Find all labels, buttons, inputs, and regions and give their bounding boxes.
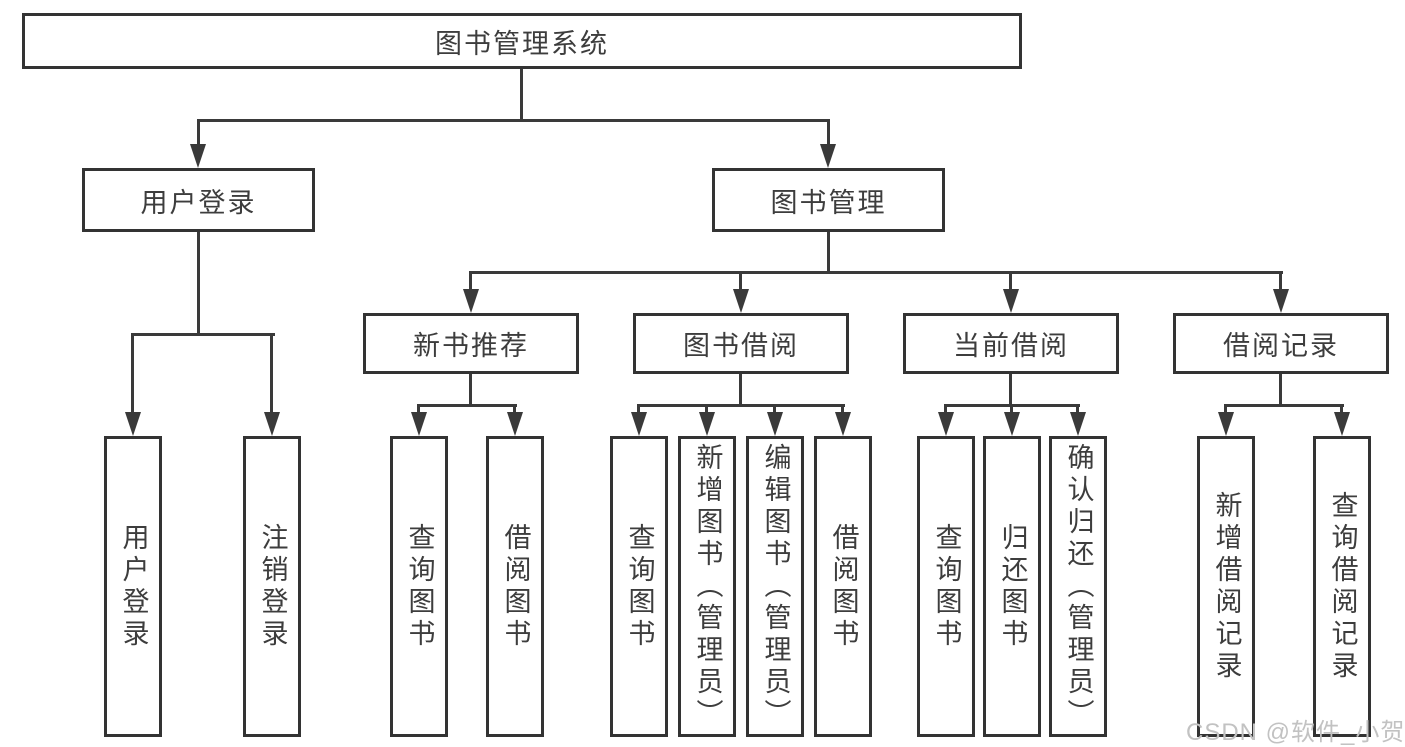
- node-label: 图书管理: [770, 187, 887, 218]
- connector-line: [513, 404, 516, 414]
- connector-line: [1279, 374, 1282, 407]
- node-label: 图书管理系统: [435, 28, 609, 59]
- node-label: 确认归还（管理员）: [1063, 442, 1094, 731]
- connector-line: [520, 69, 523, 122]
- arrowhead-down-icon: [411, 412, 427, 436]
- node-label: 查询图书: [931, 522, 962, 651]
- connector-line: [637, 404, 640, 414]
- arrowhead-down-icon: [1004, 412, 1020, 436]
- connector-line: [131, 333, 275, 336]
- connector-line: [944, 404, 947, 414]
- connector-line: [827, 232, 830, 274]
- node-label: 新增图书（管理员）: [692, 442, 723, 731]
- node-label: 当前借阅: [953, 331, 1069, 361]
- node-label: 借阅记录: [1223, 331, 1339, 361]
- connector-line: [1010, 404, 1013, 414]
- node-query-books-borrow: 查询图书: [610, 436, 668, 737]
- connector-line: [417, 404, 517, 407]
- connector-line: [827, 119, 830, 146]
- connector-line: [1224, 404, 1344, 407]
- node-confirm-return-admin: 确认归还（管理员）: [1049, 436, 1107, 737]
- node-user-login: 用户登录: [82, 168, 315, 232]
- arrowhead-down-icon: [1070, 412, 1086, 436]
- node-label: 注销登录: [257, 522, 288, 651]
- connector-line: [1076, 404, 1079, 414]
- connector-line: [739, 271, 742, 291]
- node-root: 图书管理系统: [22, 13, 1022, 69]
- connector-line: [197, 119, 200, 146]
- node-current-borrow: 当前借阅: [903, 313, 1119, 374]
- node-label: 借阅图书: [828, 522, 859, 651]
- arrowhead-down-icon: [1218, 412, 1234, 436]
- arrowhead-down-icon: [938, 412, 954, 436]
- node-label: 查询图书: [404, 522, 435, 651]
- node-borrow-records: 借阅记录: [1173, 313, 1389, 374]
- connector-line: [417, 404, 420, 414]
- arrowhead-down-icon: [767, 412, 783, 436]
- node-label: 图书借阅: [683, 331, 799, 361]
- node-query-books-recommend: 查询图书: [390, 436, 448, 737]
- node-label: 用户登录: [140, 187, 257, 218]
- connector-line: [841, 404, 844, 414]
- connector-line: [469, 271, 472, 291]
- arrowhead-down-icon: [507, 412, 523, 436]
- node-edit-books-admin: 编辑图书（管理员）: [746, 436, 804, 737]
- arrowhead-down-icon: [463, 289, 479, 313]
- connector-line: [1009, 271, 1012, 291]
- connector-line: [469, 271, 1283, 274]
- node-new-book-recommend: 新书推荐: [363, 313, 579, 374]
- node-label: 编辑图书（管理员）: [760, 442, 791, 731]
- arrowhead-down-icon: [1003, 289, 1019, 313]
- node-user-login-leaf: 用户登录: [104, 436, 162, 737]
- node-book-management: 图书管理: [712, 168, 945, 232]
- connector-line: [1340, 404, 1343, 414]
- node-label: 归还图书: [997, 522, 1028, 651]
- arrowhead-down-icon: [1273, 289, 1289, 313]
- node-add-borrow-record: 新增借阅记录: [1197, 436, 1255, 737]
- arrowhead-down-icon: [631, 412, 647, 436]
- arrowhead-down-icon: [1334, 412, 1350, 436]
- connector-line: [1224, 404, 1227, 414]
- arrowhead-down-icon: [264, 412, 280, 436]
- node-return-books: 归还图书: [983, 436, 1041, 737]
- node-label: 查询图书: [624, 522, 655, 651]
- node-label: 查询借阅记录: [1327, 490, 1358, 683]
- connector-line: [469, 374, 472, 407]
- node-borrow-books-recommend: 借阅图书: [486, 436, 544, 737]
- connector-line: [197, 119, 830, 122]
- connector-line: [705, 404, 708, 414]
- connector-line: [131, 333, 134, 414]
- arrowhead-down-icon: [835, 412, 851, 436]
- node-label: 新增借阅记录: [1211, 490, 1242, 683]
- connector-line: [637, 404, 845, 407]
- connector-line: [197, 232, 200, 336]
- node-query-books-current: 查询图书: [917, 436, 975, 737]
- node-label: 用户登录: [118, 522, 149, 651]
- node-query-borrow-record: 查询借阅记录: [1313, 436, 1371, 737]
- arrowhead-down-icon: [190, 144, 206, 168]
- connector-line: [739, 374, 742, 407]
- connector-line: [773, 404, 776, 414]
- node-book-borrow: 图书借阅: [633, 313, 849, 374]
- node-borrow-books-borrow: 借阅图书: [814, 436, 872, 737]
- arrowhead-down-icon: [733, 289, 749, 313]
- arrowhead-down-icon: [820, 144, 836, 168]
- csdn-watermark: CSDN @软件_小贺同学: [1186, 719, 1405, 746]
- connector-line: [1009, 374, 1012, 407]
- arrowhead-down-icon: [699, 412, 715, 436]
- node-logout: 注销登录: [243, 436, 301, 737]
- arrowhead-down-icon: [125, 412, 141, 436]
- connector-line: [270, 333, 273, 414]
- node-add-books-admin: 新增图书（管理员）: [678, 436, 736, 737]
- node-label: 新书推荐: [413, 331, 529, 361]
- connector-line: [1279, 271, 1282, 291]
- node-label: 借阅图书: [500, 522, 531, 651]
